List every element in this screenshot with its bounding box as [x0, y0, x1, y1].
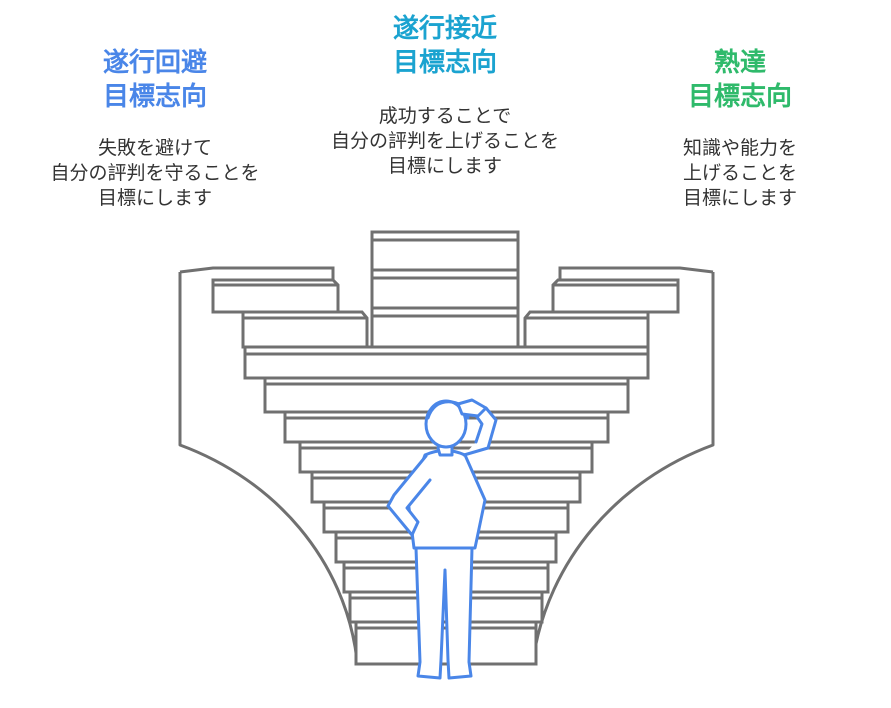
center-tower: [370, 230, 520, 349]
person-left-arm: [386, 454, 432, 537]
mastery-goal-column: 熟達 目標志向 知識や能力を 上げることを 目標にします: [625, 46, 855, 211]
stair-step-1: [243, 345, 650, 380]
mastery-goal-description: 知識や能力を 上げることを 目標にします: [625, 136, 855, 211]
mastery-goal-desc-line-2: 上げることを: [682, 162, 797, 184]
approach-goal-title-line-2: 目標志向: [392, 48, 497, 78]
right-wall-top: [558, 266, 714, 280]
mastery-goal-title-line-1: 熟達: [713, 48, 766, 78]
approach-goal-desc-line-1: 成功することで: [378, 105, 512, 127]
avoidance-goal-desc-line-1: 失敗を避けて: [97, 137, 212, 159]
person-hand: [456, 398, 488, 418]
approach-goal-description: 成功することで 自分の評判を上げることを 目標にします: [295, 104, 595, 179]
approach-goal-title: 遂行接近 目標志向: [295, 12, 595, 80]
approach-goal-desc-line-3: 目標にします: [387, 155, 502, 177]
approach-goal-desc-line-2: 自分の評判を上げることを: [330, 130, 559, 152]
left-wall-top: [179, 266, 335, 280]
person-figure: [386, 398, 498, 680]
avoidance-goal-desc-line-2: 自分の評判を守ることを: [50, 162, 260, 184]
mastery-goal-title: 熟達 目標志向: [625, 46, 855, 114]
avoidance-goal-description: 失敗を避けて 自分の評判を守ることを 目標にします: [10, 136, 300, 211]
avoidance-goal-title: 遂行回避 目標志向: [10, 46, 300, 114]
mastery-goal-desc-line-3: 目標にします: [682, 187, 797, 209]
avoidance-goal-column: 遂行回避 目標志向 失敗を避けて 自分の評判を守ることを 目標にします: [10, 46, 300, 211]
approach-goal-title-line-1: 遂行接近: [392, 14, 497, 44]
approach-goal-column: 遂行接近 目標志向 成功することで 自分の評判を上げることを 目標にします: [295, 12, 595, 179]
person-legs: [414, 546, 474, 680]
right-upper-steps: [523, 278, 680, 349]
mastery-goal-desc-line-1: 知識や能力を: [682, 137, 797, 159]
avoidance-goal-title-line-1: 遂行回避: [102, 48, 207, 78]
mastery-goal-title-line-2: 目標志向: [687, 82, 792, 112]
avoidance-goal-desc-line-3: 目標にします: [97, 187, 212, 209]
left-upper-steps: [211, 278, 369, 349]
avoidance-goal-title-line-2: 目標志向: [102, 82, 207, 112]
